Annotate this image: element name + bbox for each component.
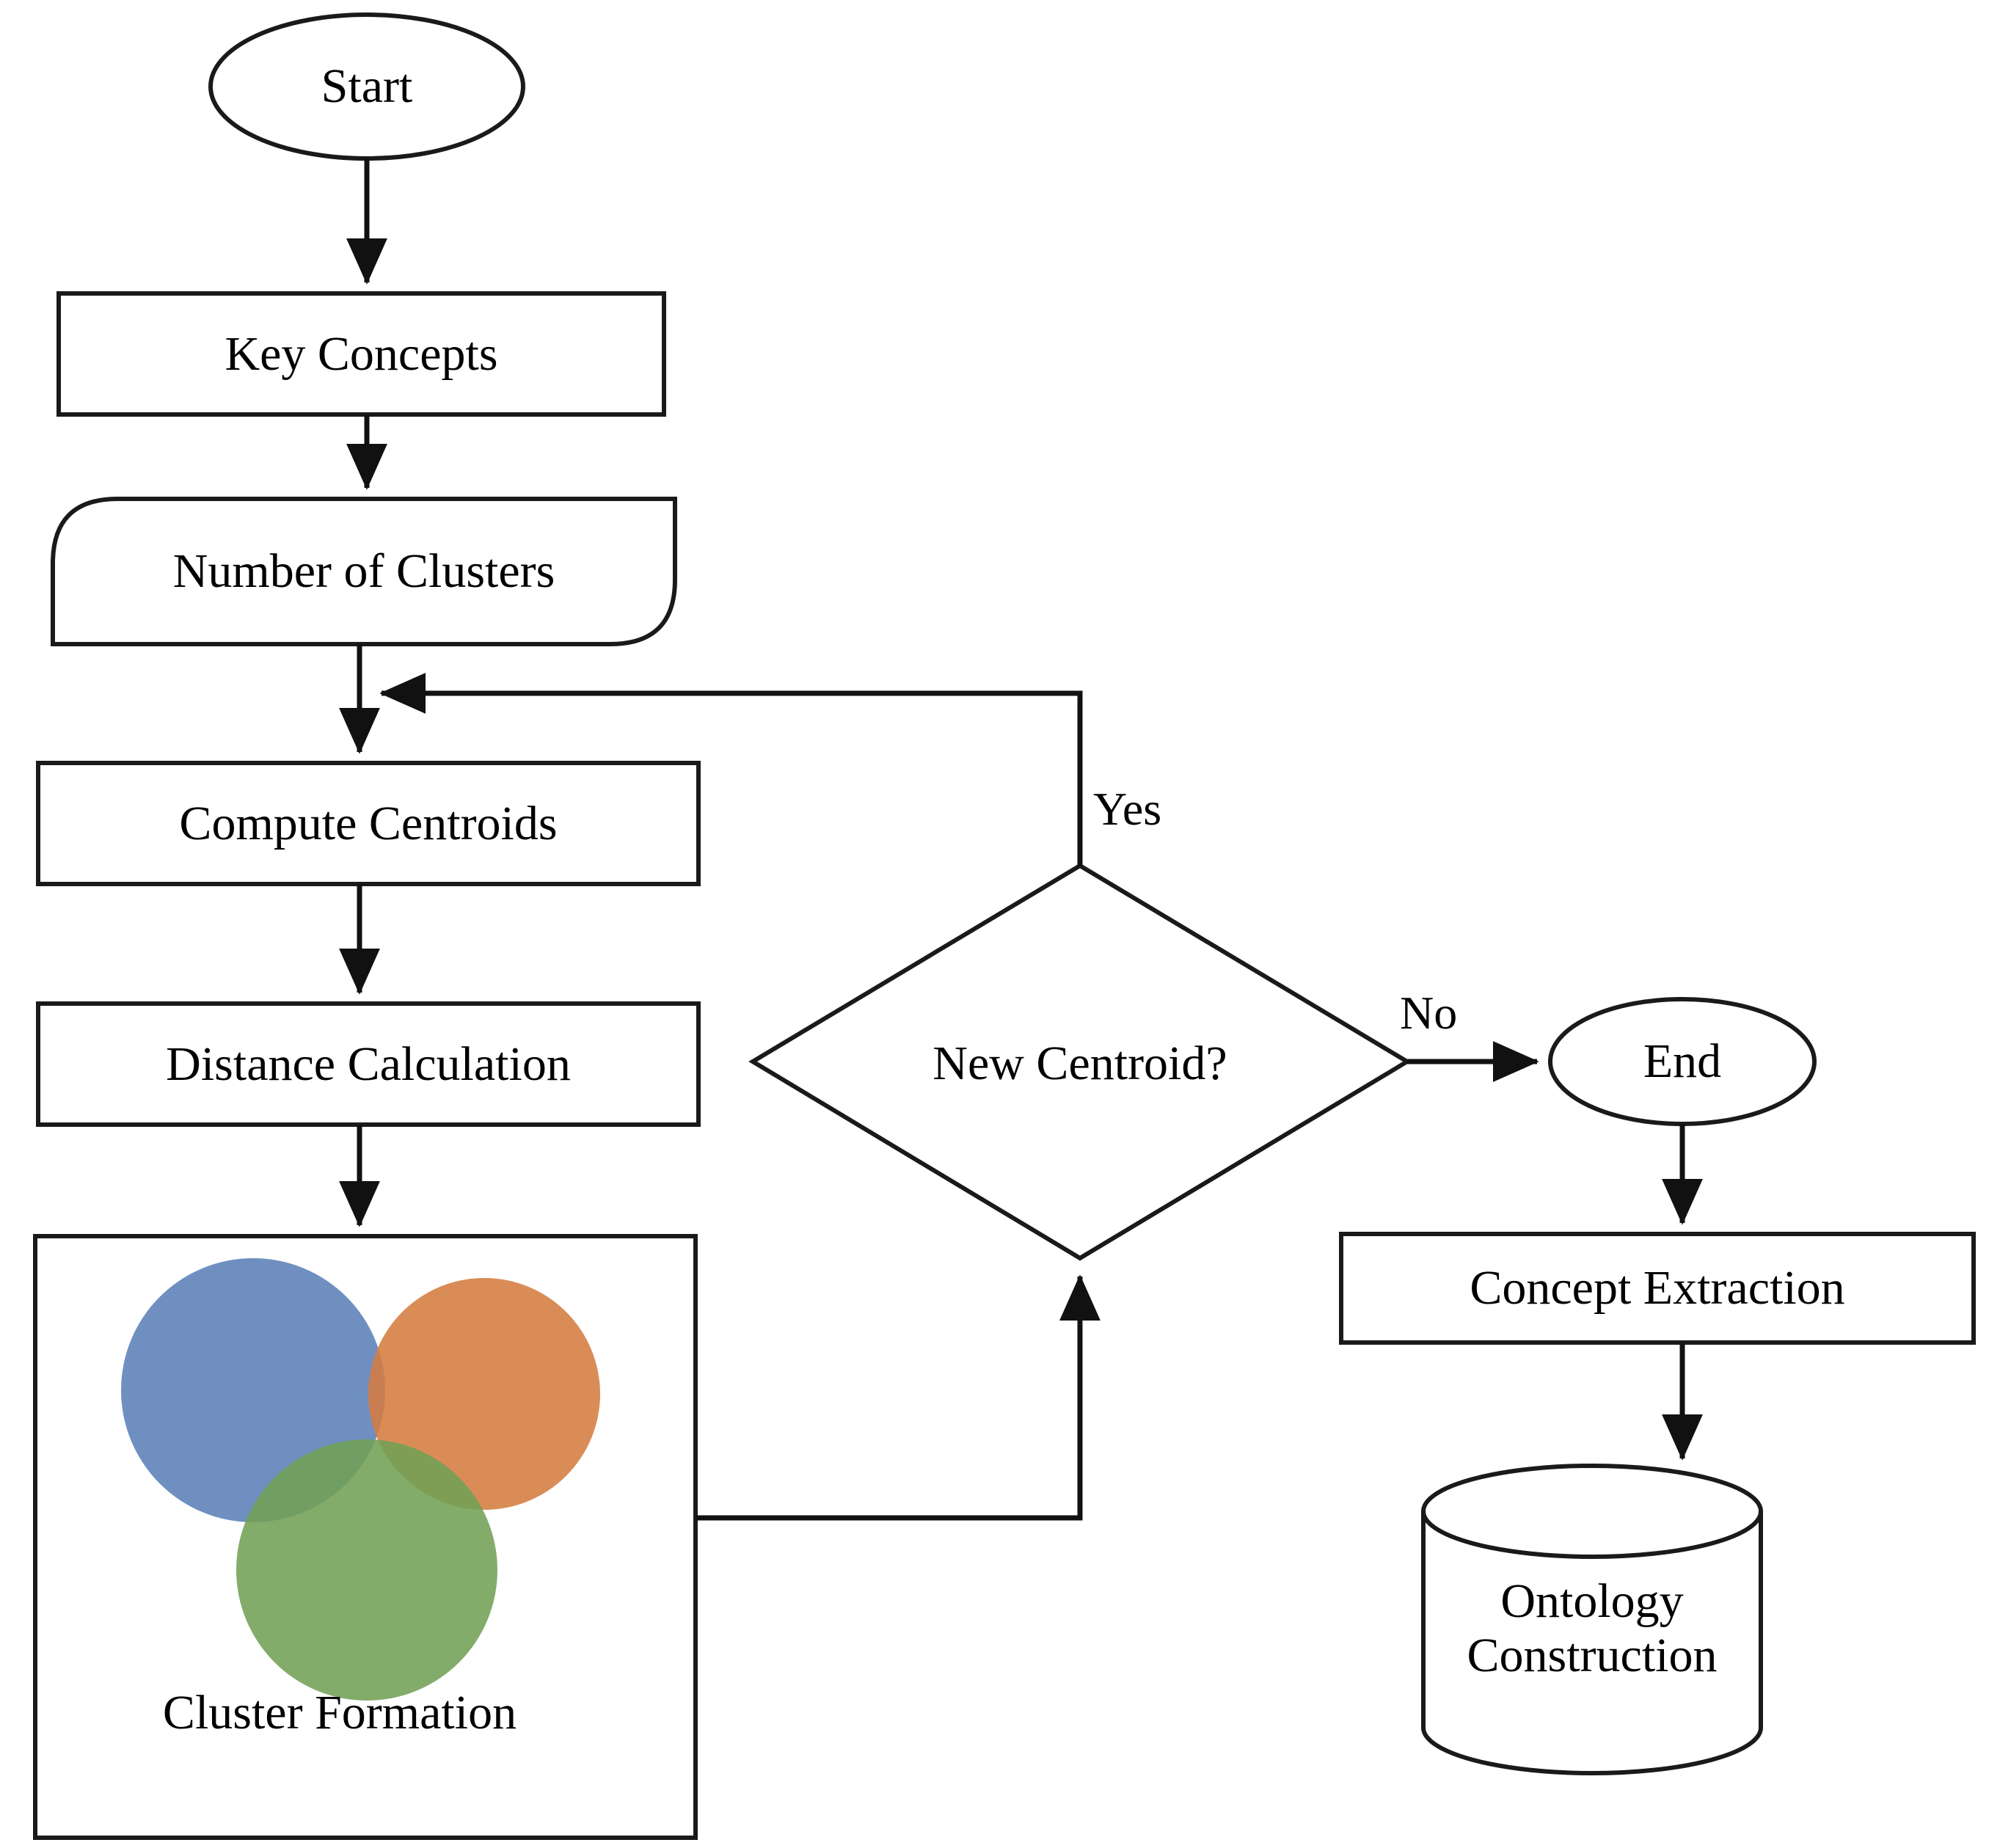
cluster-circle-green [236,1439,497,1701]
venn-diagram [121,1258,600,1701]
node-compute-centroids-shape[interactable] [36,761,701,886]
node-key-concepts-shape[interactable] [56,291,666,417]
node-end-shape[interactable] [1548,997,1817,1126]
node-distance-calculation-shape[interactable] [36,1001,701,1127]
node-start-shape[interactable] [208,12,525,161]
node-ontology-construction-top [1421,1464,1763,1559]
edge-cluster-formation-to-new-centroid [696,1274,1101,1521]
cluster-circle-orange [368,1278,600,1510]
node-ontology-construction-body[interactable] [1421,1511,1763,1775]
node-concept-extraction-shape[interactable] [1339,1232,1976,1345]
node-number-of-clusters-shape[interactable] [51,497,677,646]
edge-new-centroid-yes-to-compute-centroids [379,673,1083,866]
node-new-centroid-shape[interactable] [748,863,1412,1261]
